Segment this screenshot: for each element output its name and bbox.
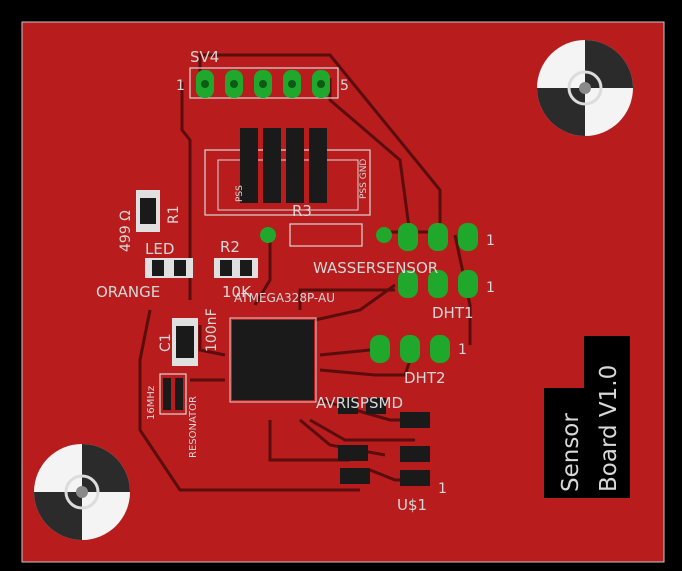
- title-line2: Board V1.0: [596, 365, 622, 492]
- pss-label: PSS: [235, 185, 245, 202]
- dht1-label: DHT1: [432, 304, 474, 322]
- pss-gnd-label: PSS GND: [359, 159, 369, 199]
- sv4-pin5-label: 5: [340, 78, 349, 94]
- usb-pads: [340, 468, 430, 486]
- trace-layer: [138, 53, 472, 492]
- dht2-label: DHT2: [404, 369, 446, 387]
- r1-name-label: R1: [166, 205, 182, 224]
- mcu-chip: [229, 317, 317, 403]
- c1-value-label: 100nF: [204, 308, 220, 352]
- wassersensor-pin1-label: 1: [486, 233, 495, 249]
- led-value-label: ORANGE: [96, 283, 160, 301]
- mounting-hole-top-right: [537, 40, 633, 136]
- r2-name-label: R2: [220, 238, 240, 256]
- wassersensor-header: [398, 223, 478, 251]
- sv4-label: SV4: [190, 48, 219, 66]
- r2-resistor: [214, 258, 258, 278]
- led-name-label: LED: [145, 240, 174, 258]
- resonator-value-label: 16MHz: [146, 386, 157, 420]
- sv4-header: [189, 67, 339, 99]
- led-component: [145, 258, 193, 278]
- r3-resistor: [260, 223, 392, 247]
- mcu-label: ATMEGA328P-AU: [234, 291, 335, 305]
- wassersensor-label: WASSERSENSOR: [313, 259, 438, 277]
- title-line1: Sensor: [558, 413, 584, 492]
- sv4-pin1-label: 1: [176, 78, 185, 94]
- c1-name-label: C1: [158, 333, 174, 352]
- title-block-right: [584, 336, 630, 498]
- avrisp-label: AVRISPSMD: [316, 394, 403, 412]
- r1-resistor: [136, 190, 160, 232]
- c1-capacitor: [172, 318, 198, 366]
- usb-label: U$1: [397, 496, 427, 514]
- dht2-header: [370, 335, 450, 363]
- resonator-component: [159, 373, 187, 415]
- mounting-hole-bottom-left: [34, 444, 130, 540]
- dht2-pin1-label: 1: [458, 342, 467, 358]
- r1-value-label: 499 Ω: [118, 210, 134, 252]
- resonator-name-label: RESONATOR: [188, 396, 199, 458]
- usb-pin1-label: 1: [438, 481, 447, 497]
- r2-value-label: 10K: [222, 283, 252, 301]
- dht1-pin1-label: 1: [486, 280, 495, 296]
- r3-name-label: R3: [292, 202, 312, 220]
- dht1-header: [398, 270, 478, 298]
- avrisp-pads: [338, 398, 430, 462]
- pss-component: [204, 128, 371, 216]
